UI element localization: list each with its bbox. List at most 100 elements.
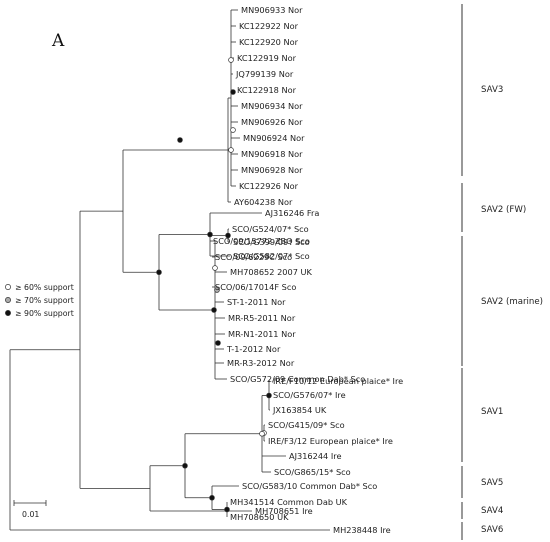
support-node-marker — [156, 269, 162, 276]
taxon-label: ST-1-2011 Nor — [227, 297, 286, 307]
support-node-marker — [228, 147, 234, 153]
taxon-label: KC122919 Nor — [237, 53, 297, 63]
taxon-origin: Nor — [268, 297, 286, 307]
support-node-marker — [212, 265, 218, 271]
taxon-label: MH341514 Common Dab UK — [230, 497, 348, 507]
taxon-label: JX163854 UK — [272, 405, 327, 415]
scale-bar: 0.01 — [13, 500, 47, 519]
support-node-marker — [215, 340, 221, 346]
taxon-label: T-1-2012 Nor — [226, 344, 281, 354]
taxon-name-highlighted: SCO/06/17014F — [215, 282, 279, 292]
clade-sav1: SAV1 — [461, 368, 503, 462]
taxon-label: SCO/G572/09 Common Dab* Sco — [230, 374, 365, 384]
clade-sav2-marine: SAV2 (marine) — [461, 236, 543, 366]
taxon-label: MN906924 Nor — [243, 133, 305, 143]
taxon-label: MH238448 Ire — [333, 525, 391, 535]
support-node-marker — [209, 495, 215, 501]
clade-label-sav5: SAV5 — [481, 478, 503, 488]
taxon-origin: Nor — [278, 313, 296, 323]
support-node-marker — [230, 127, 236, 133]
legend-grey-circle-icon — [5, 297, 11, 303]
taxon-name-highlighted: ST-1-2011 — [227, 297, 268, 307]
taxon-label: SCO/G415/09* Sco — [268, 420, 345, 430]
clade-sav4: SAV4 — [461, 502, 503, 519]
support-node-marker — [266, 392, 272, 399]
taxon-name-highlighted: MR-R3-2012 — [227, 358, 277, 368]
taxon-label: SCO/G576/07* Ire — [273, 390, 346, 400]
clade-sav5: SAV5 — [461, 466, 503, 498]
panel-label: A — [51, 31, 65, 51]
support-node-marker — [182, 463, 188, 469]
taxon-name-highlighted: SCO/09/15772 ZBQ — [213, 236, 293, 246]
taxon-label: MN906934 Nor — [241, 101, 303, 111]
taxon-label: MN906933 Nor — [241, 5, 303, 15]
support-node-marker — [230, 89, 236, 95]
taxon-label: IRE/F10/12 European plaice* Ire — [273, 376, 403, 386]
legend-label-90: ≥ 90% support — [15, 309, 74, 318]
taxon-origin: Sco — [275, 252, 292, 262]
taxon-name-highlighted: MR-N1-2011 — [228, 329, 279, 339]
taxon-label: SCO/G582/07* Sco — [233, 251, 310, 261]
clade-sav3: SAV3 — [461, 4, 503, 176]
support-legend: ≥ 60% support ≥ 70% support ≥ 90% suppor… — [5, 283, 74, 318]
taxon-origin: Sco — [279, 282, 296, 292]
support-node-marker — [177, 137, 183, 143]
clade-sav2-fw: SAV2 (FW) — [461, 183, 526, 232]
taxon-origin: Sco — [293, 236, 310, 246]
taxon-label: SCO/09/6229C Sco — [215, 252, 292, 262]
taxon-label: AY604238 Nor — [234, 197, 293, 207]
taxon-label: MR-N1-2011 Nor — [228, 329, 296, 339]
clade-label-sav3: SAV3 — [481, 85, 503, 95]
taxon-label: MH708651 Ire — [255, 506, 313, 516]
taxon-label: JQ799139 Nor — [235, 69, 294, 79]
taxon-label: KC122926 Nor — [239, 181, 299, 191]
taxon-label: IRE/F3/12 European plaice* Ire — [268, 436, 393, 446]
taxon-name-highlighted: SCO/09/6229C — [215, 252, 275, 262]
taxon-label: AJ316246 Fra — [265, 208, 319, 218]
legend-open-circle-icon — [5, 284, 11, 290]
taxon-label: MH708652 2007 UK — [230, 267, 313, 277]
legend-label-60: ≥ 60% support — [15, 283, 74, 292]
support-node-marker — [214, 287, 220, 293]
tree-branches — [9, 9, 330, 531]
clade-label-sav6: SAV6 — [481, 525, 503, 535]
clade-label-sav2-fw: SAV2 (FW) — [481, 205, 526, 215]
taxon-label: SCO/G865/15* Sco — [274, 467, 351, 477]
taxon-label: SCO/G524/07* Sco — [232, 224, 309, 234]
taxon-label: MN906926 Nor — [241, 117, 303, 127]
support-node-marker — [259, 431, 265, 437]
support-node-marker — [207, 231, 213, 238]
taxon-label: SCO/06/17014F Sco — [215, 282, 296, 292]
taxon-origin: Nor — [263, 344, 281, 354]
clade-label-sav2-marine: SAV2 (marine) — [481, 297, 543, 307]
taxon-label: KC122918 Nor — [237, 85, 297, 95]
scale-bar-label: 0.01 — [22, 510, 39, 519]
support-node-marker — [225, 232, 231, 239]
clade-label-sav1: SAV1 — [481, 407, 503, 417]
taxon-origin: Nor — [277, 358, 295, 368]
taxon-name-highlighted: T-1-2012 — [226, 344, 263, 354]
legend-filled-circle-icon — [5, 310, 11, 316]
taxon-origin: Nor — [279, 329, 297, 339]
taxon-label: SCO/G399/09* Sco — [233, 237, 310, 247]
legend-label-70: ≥ 70% support — [15, 296, 74, 305]
taxon-label: MR-R3-2012 Nor — [227, 358, 295, 368]
support-node-marker — [224, 506, 230, 513]
support-node-marker — [228, 57, 234, 63]
clade-label-sav4: SAV4 — [481, 506, 503, 516]
taxon-label: KC122922 Nor — [239, 21, 299, 31]
support-markers — [156, 57, 272, 513]
taxon-label: KC122920 Nor — [239, 37, 299, 47]
taxon-label: SCO/09/15772 ZBQ Sco — [213, 236, 310, 246]
taxon-label: AJ316244 Ire — [289, 451, 342, 461]
clade-sav6: SAV6 — [461, 522, 503, 540]
taxon-name-highlighted: MR-R5-2011 — [228, 313, 278, 323]
taxon-label: MN906918 Nor — [241, 149, 303, 159]
taxon-label: MN906928 Nor — [241, 165, 303, 175]
taxon-label: MH708650 UK — [230, 512, 289, 522]
taxon-label: MR-R5-2011 Nor — [228, 313, 296, 323]
taxon-label: SCO/G583/10 Common Dab* Sco — [242, 481, 377, 491]
support-node-marker — [211, 307, 217, 313]
